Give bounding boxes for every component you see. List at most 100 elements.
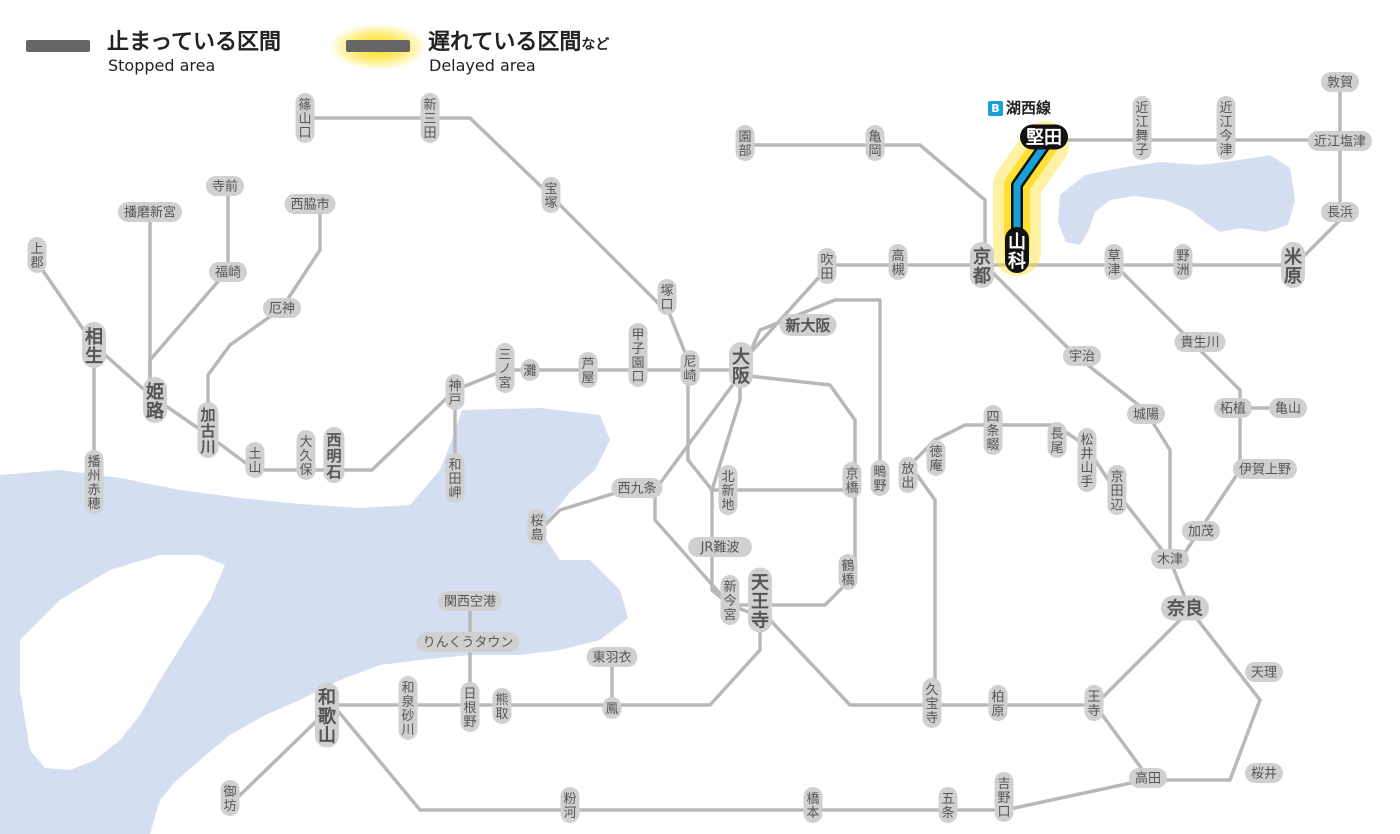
station-yashiro[interactable]: 厄神 [263,298,301,318]
station-shin-sanda[interactable]: 新三田 [420,93,440,143]
station-joyo[interactable]: 城陽 [1127,404,1165,424]
station-teramae[interactable]: 寺前 [206,176,244,196]
station-name: 柏原 [991,690,1004,719]
station-otori[interactable]: 鳳 [602,697,622,719]
station-omi-imazu[interactable]: 近江今津 [1216,96,1236,160]
station-kyotanabe[interactable]: 京田辺 [1107,465,1127,515]
station-omi-shiotsu[interactable]: 近江塩津 [1308,131,1372,151]
station-tennoji[interactable]: 天王寺 [748,567,772,633]
station-kamo[interactable]: 加茂 [1182,521,1220,541]
station-omi-maiko[interactable]: 近江舞子 [1132,96,1152,160]
station-okubo[interactable]: 大久保 [296,430,316,480]
station-kusatsu[interactable]: 草津 [1104,244,1124,280]
station-iga-ueno[interactable]: 伊賀上野 [1233,459,1297,479]
station-nara[interactable]: 奈良 [1161,595,1209,621]
station-hashimoto[interactable]: 橋本 [803,787,823,823]
station-kibukawa[interactable]: 貴生川 [1174,332,1226,352]
station-name: 木津 [1157,553,1183,568]
station-higashi-hagoromo[interactable]: 東羽衣 [586,647,638,667]
station-himeji[interactable]: 姫路 [143,377,167,423]
station-amagasaki[interactable]: 尼崎 [680,350,700,386]
station-nishi-akashi[interactable]: 西明石 [323,427,345,483]
station-yamashina[interactable]: 山科 [1005,227,1029,273]
station-suita[interactable]: 吹田 [817,248,837,284]
station-ashiya[interactable]: 芦屋 [578,352,598,388]
station-harima-shingu[interactable]: 播磨新宮 [118,202,182,222]
station-wadamisaki[interactable]: 和田岬 [445,453,465,503]
station-tsuge[interactable]: 柘植 [1214,398,1252,418]
station-sakurajima[interactable]: 桜島 [527,509,547,545]
station-hineno[interactable]: 日根野 [460,682,480,732]
station-kakogawa[interactable]: 加古川 [197,402,219,458]
station-yasu[interactable]: 野洲 [1173,244,1193,280]
station-kameoka[interactable]: 亀岡 [865,125,885,161]
station-kamigori[interactable]: 上郡 [27,237,47,273]
station-tenri[interactable]: 天理 [1245,662,1283,682]
station-osaka[interactable]: 大阪 [729,342,753,388]
station-kobe[interactable]: 神戸 [445,374,465,410]
station-hanaten[interactable]: 放出 [898,457,918,493]
track-kakogawa [206,203,322,437]
station-takarazuka[interactable]: 宝塚 [541,177,561,213]
station-shijonawate[interactable]: 四条畷 [983,405,1003,455]
station-nishikujo[interactable]: 西九条 [611,478,663,498]
station-tsuruga[interactable]: 敦賀 [1321,72,1359,92]
station-sonobe[interactable]: 園部 [735,125,755,161]
line-name: 湖西線 [1006,99,1052,117]
station-kashiwara[interactable]: 柏原 [988,685,1008,721]
station-tsuruhashi[interactable]: 鶴橋 [838,554,858,590]
station-pill [541,177,561,213]
station-nagao[interactable]: 長尾 [1047,422,1067,458]
station-kokawa[interactable]: 粉河 [560,787,580,823]
station-nada[interactable]: 灘 [520,359,540,381]
station-shin-imamiya[interactable]: 新今宮 [720,575,740,625]
station-name: 鶴橋 [841,558,854,588]
station-pill [263,298,301,318]
station-kitashinchi[interactable]: 北新地 [718,465,738,515]
station-gojo[interactable]: 五条 [938,787,958,823]
station-name: 西九条 [617,481,656,497]
station-tokuan[interactable]: 徳庵 [926,440,946,476]
station-izumi-sunagawa[interactable]: 和泉砂川 [398,676,418,740]
station-doyama[interactable]: 土山 [245,442,265,478]
station-uji[interactable]: 宇治 [1063,346,1101,366]
station-oji[interactable]: 王寺 [1084,685,1104,721]
station-maibara[interactable]: 米原 [1281,242,1305,288]
station-kyoto[interactable]: 京都 [970,242,994,288]
station-pill [1084,685,1104,721]
station-nagahama[interactable]: 長浜 [1321,202,1359,222]
station-nishiwaki[interactable]: 西脇市 [284,194,336,214]
station-shin-osaka[interactable]: 新大阪 [779,314,837,336]
station-takatsuki[interactable]: 高槻 [888,244,908,280]
station-kyobashi[interactable]: 京橋 [842,462,862,498]
station-jr-namba[interactable]: JR難波 [688,537,752,557]
station-aioi[interactable]: 相生 [82,322,106,368]
station-fukusaki[interactable]: 福崎 [209,262,247,282]
station-name: 和泉砂川 [401,681,414,738]
station-katata[interactable]: 堅田 [1020,124,1068,150]
awaji-island [20,555,225,770]
station-koshienguchi[interactable]: 甲子園口 [628,323,648,387]
station-name: 播州赤穂 [87,455,100,512]
station-tsukaguchi[interactable]: 塚口 [657,279,677,315]
station-shigino[interactable]: 鴫野 [870,460,890,496]
station-kameyama[interactable]: 亀山 [1269,398,1307,418]
station-kumatori[interactable]: 熊取 [492,688,512,724]
station-banshu-ako[interactable]: 播州赤穂 [84,450,104,514]
station-takada[interactable]: 高田 [1129,768,1167,788]
station-gobo[interactable]: 御坊 [220,780,240,816]
station-pill [245,442,265,478]
station-rinku-town[interactable]: りんくうタウン [416,632,520,652]
station-name: 四条畷 [986,410,999,453]
station-kizu[interactable]: 木津 [1151,549,1189,569]
station-kyuhoji[interactable]: 久宝寺 [922,678,942,728]
station-matsuiyamate[interactable]: 松井山手 [1077,428,1097,492]
station-sakurai[interactable]: 桜井 [1245,763,1283,783]
station-kansai-airport[interactable]: 関西空港 [438,591,502,611]
station-sannomiya[interactable]: 三ノ宮 [495,343,515,393]
station-yoshinoguchi[interactable]: 吉野口 [994,772,1014,822]
station-sasayamaguchi[interactable]: 篠山口 [295,93,315,143]
station-pill [657,279,677,315]
station-wakayama[interactable]: 和歌山 [315,682,339,748]
